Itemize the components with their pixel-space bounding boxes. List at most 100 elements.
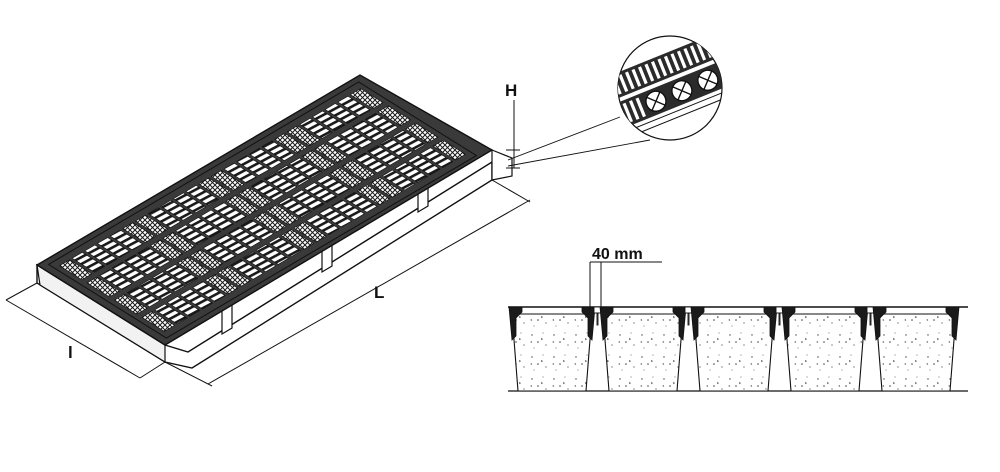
grate-slot	[141, 311, 176, 332]
magnified-detail	[507, 27, 745, 167]
magnified-slot	[629, 100, 640, 120]
grate-slot	[198, 177, 232, 199]
grate-slot	[96, 237, 131, 258]
channel-frame-left	[508, 306, 523, 341]
grate-slot	[349, 88, 384, 109]
grate-slot	[329, 167, 363, 188]
grate-slot	[291, 189, 325, 211]
width-label: l	[68, 343, 73, 362]
grate-slot	[134, 214, 169, 236]
grate-slot	[71, 252, 106, 273]
grate-slot	[111, 261, 146, 283]
grate-slot	[278, 197, 313, 218]
grate-slot	[238, 187, 272, 208]
grate-slot	[137, 246, 171, 268]
grate-slot	[177, 256, 211, 278]
magnified-slot	[715, 36, 722, 53]
grate-slot	[356, 184, 391, 206]
grate-slot	[162, 232, 196, 253]
magnifier-leader-lower	[507, 139, 651, 167]
channel-frame-right	[581, 306, 596, 341]
grate-slot	[185, 185, 220, 206]
grate-slot	[189, 249, 224, 270]
channel-frame-right	[763, 306, 778, 341]
grate-top-surface	[35, 74, 494, 346]
grate-slot	[240, 219, 275, 241]
magnified-slot	[618, 74, 629, 93]
channel-frame-right	[945, 306, 960, 341]
grate-slot	[99, 269, 133, 290]
grate-slot	[109, 229, 144, 251]
magnified-slot	[618, 76, 622, 95]
magnified-slot	[637, 66, 648, 85]
magnified-slot	[622, 102, 633, 123]
channel-right-end	[491, 149, 513, 181]
grate-slot	[139, 278, 173, 300]
grate-slot	[337, 95, 371, 117]
grate-slot	[58, 259, 93, 281]
grate-slot	[160, 199, 194, 221]
grate-slot	[86, 276, 121, 298]
channel-frame-right	[672, 306, 687, 341]
magnified-slot	[735, 27, 745, 45]
magnified-slot	[689, 45, 700, 64]
channel-frame-left	[599, 306, 614, 341]
grate-slot	[265, 204, 300, 226]
grate-slot	[364, 112, 399, 134]
concrete-block	[875, 313, 957, 392]
grate-slot	[166, 296, 201, 317]
grate-slot	[286, 125, 321, 147]
magnified-slot	[657, 58, 668, 77]
magnified-slot	[670, 53, 681, 72]
grate-slot	[242, 251, 277, 273]
grate-slot	[341, 159, 376, 181]
grate-slot	[419, 147, 454, 168]
grate-slot	[299, 118, 333, 139]
joint-channel	[687, 312, 690, 326]
magnified-slot	[599, 82, 609, 100]
magnified-slot	[696, 42, 707, 61]
isometric-channel-view	[35, 74, 513, 369]
magnified-slot	[625, 71, 635, 90]
grate-slot	[432, 139, 467, 161]
joint-channel	[869, 312, 872, 326]
grate-slot	[227, 226, 262, 248]
joint-gap-label: 40 mm	[592, 246, 643, 263]
magnified-slot	[650, 61, 661, 79]
grate-slot	[303, 182, 338, 203]
magnified-bolt-cross	[646, 91, 666, 111]
channel-frame-left	[872, 306, 887, 341]
grate-slot	[179, 288, 214, 310]
grate-slot	[404, 122, 439, 144]
grate-slot	[267, 236, 302, 258]
grate-slot-pattern	[47, 81, 478, 339]
magnified-slot	[606, 79, 616, 97]
concrete-block	[602, 313, 684, 392]
grate-slot	[147, 207, 182, 228]
magnified-slot	[597, 113, 607, 133]
magnified-slot	[709, 37, 720, 56]
concrete-blocks	[508, 306, 960, 392]
grate-slot	[122, 222, 156, 243]
width-dimension-line	[5, 299, 141, 379]
grate-slot	[311, 110, 346, 132]
grate-slot	[113, 293, 148, 315]
grate-slot	[149, 239, 184, 261]
grate-slot	[225, 194, 260, 216]
grate-slot	[354, 152, 388, 174]
grate-slot	[352, 120, 386, 142]
concrete-block	[784, 313, 866, 392]
grate-slot	[288, 157, 323, 179]
grate-slot	[276, 165, 310, 186]
grate-slot	[236, 155, 270, 176]
grate-slot	[326, 135, 361, 156]
grate-slot	[392, 130, 426, 151]
grate-slot	[331, 199, 365, 221]
grate-slot	[230, 258, 264, 280]
grate-slot	[174, 224, 209, 246]
magnified-slot	[631, 68, 642, 87]
concrete-block	[693, 313, 775, 392]
grate-slot	[223, 162, 258, 184]
joint-channel	[778, 312, 781, 326]
